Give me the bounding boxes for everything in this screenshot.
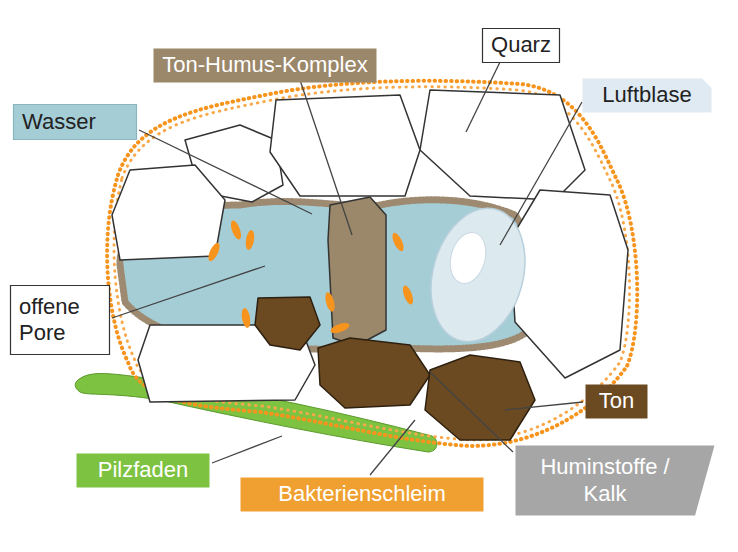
clay-humus-complex bbox=[328, 197, 386, 346]
label-text: Wasser bbox=[22, 109, 96, 135]
label-box-outline bbox=[241, 478, 484, 512]
bacterial-slime-border-inner bbox=[114, 87, 630, 440]
label-box-outline bbox=[483, 29, 560, 63]
part-label: Ton-Humus-Komplex bbox=[153, 48, 377, 83]
leader-line bbox=[466, 62, 500, 132]
leader-line bbox=[505, 402, 583, 410]
label-text: Pilzfaden bbox=[98, 457, 189, 483]
leader-line bbox=[112, 266, 265, 318]
label-box-outline bbox=[154, 49, 377, 83]
clay-particle bbox=[255, 297, 320, 350]
bacterium bbox=[244, 229, 255, 250]
bacterium bbox=[240, 307, 251, 328]
bacterium bbox=[390, 231, 406, 253]
air-bubble bbox=[417, 198, 539, 353]
leader-line bbox=[370, 420, 415, 475]
part-label: Bakterienschleim bbox=[240, 477, 484, 512]
label-box-outline bbox=[14, 105, 137, 140]
quartz-grain bbox=[112, 165, 225, 260]
label-text: offene Pore bbox=[19, 294, 99, 347]
bacterium bbox=[324, 291, 337, 312]
label-text: Luftblase bbox=[602, 82, 691, 108]
leader-line bbox=[139, 130, 312, 214]
label-text: Bakterienschleim bbox=[278, 481, 446, 507]
air-bubble-highlight bbox=[445, 228, 491, 287]
label-text: Quarz bbox=[491, 32, 551, 58]
bacterial-slime-border bbox=[107, 81, 637, 446]
leader-line bbox=[212, 436, 282, 463]
bacterium bbox=[401, 284, 415, 306]
part-label: offene Pore bbox=[10, 285, 110, 355]
label-box-outline bbox=[516, 446, 715, 516]
part-label: Quarz bbox=[482, 28, 560, 63]
label-box-outline bbox=[11, 286, 110, 355]
clay-particle bbox=[318, 338, 430, 408]
bacterium bbox=[229, 219, 243, 241]
label-box-outline bbox=[583, 79, 712, 113]
part-label: Huminstoffe / Kalk bbox=[515, 445, 715, 516]
leader-lines bbox=[112, 62, 583, 475]
leader-line bbox=[500, 102, 582, 245]
part-label: Ton bbox=[585, 384, 648, 419]
leader-line bbox=[300, 80, 352, 235]
bacteria bbox=[206, 219, 415, 335]
label-text: Ton-Humus-Komplex bbox=[162, 52, 367, 78]
bacterium bbox=[329, 321, 351, 335]
clay-particles bbox=[255, 297, 535, 440]
part-label: Pilzfaden bbox=[76, 453, 210, 488]
label-box-outline bbox=[77, 454, 210, 488]
label-text: Ton bbox=[599, 388, 634, 414]
clay-particle bbox=[425, 355, 535, 440]
quartz-grain bbox=[270, 95, 420, 196]
quartz-grain bbox=[420, 90, 585, 200]
label-text: Huminstoffe / Kalk bbox=[530, 454, 680, 507]
bacterium bbox=[206, 241, 222, 263]
leader-line bbox=[430, 372, 513, 452]
quartz-grain bbox=[510, 190, 628, 378]
part-label: Wasser bbox=[13, 104, 137, 140]
label-box-outline bbox=[586, 385, 648, 419]
part-label: Luftblase bbox=[582, 78, 712, 113]
